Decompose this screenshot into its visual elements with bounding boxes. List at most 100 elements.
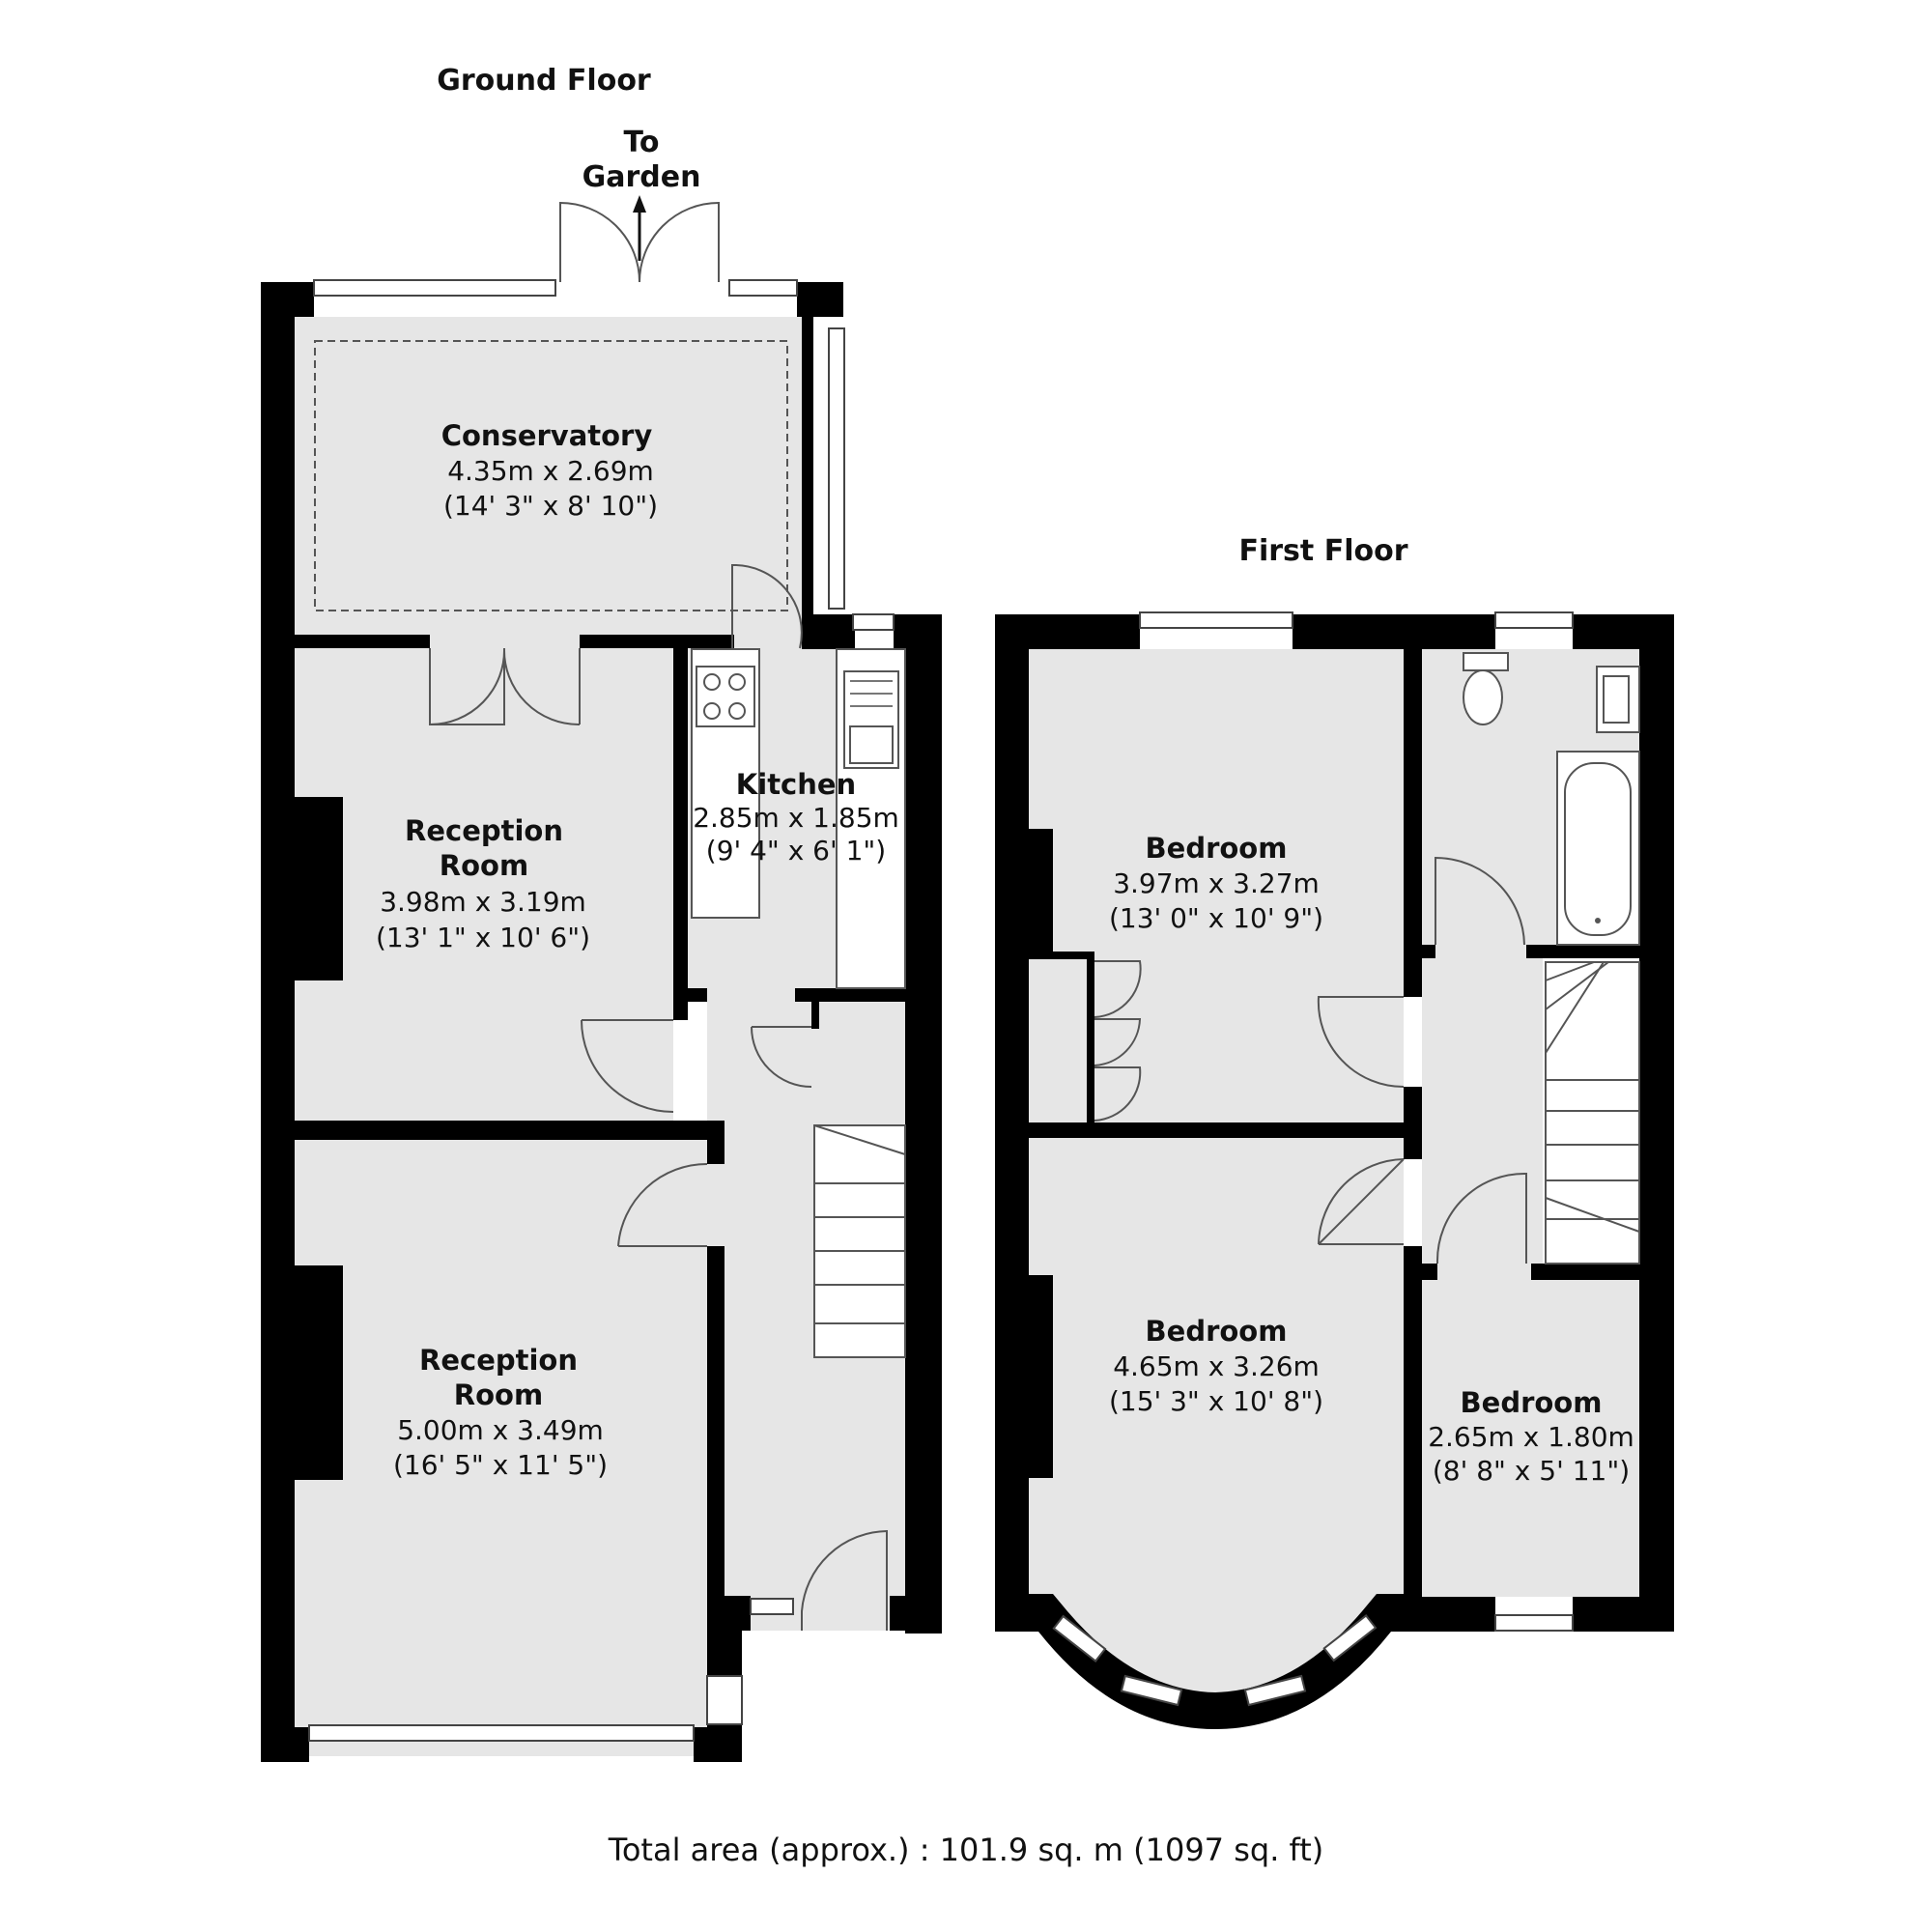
reception-rear-name-1: Reception [405, 814, 563, 847]
garden-french-doors[interactable] [559, 195, 720, 283]
wardrobe [1029, 952, 1142, 1122]
reception-room-front-floor [295, 1140, 707, 1756]
ff-rear-bedroom-window [1139, 611, 1293, 629]
kitchen-imperial: (9' 4" x 6' 1") [706, 835, 886, 867]
bedroom-small-name: Bedroom [1461, 1386, 1603, 1419]
wall-kitchen-bottom-left [688, 988, 707, 1002]
hob-icon [696, 666, 755, 727]
conservatory-kitchen-door[interactable] [731, 563, 803, 649]
conservatory-name: Conservatory [441, 419, 653, 452]
wall-hall-left-lower [707, 1246, 724, 1596]
reception-room-rear-floor [295, 648, 673, 1124]
bedroom-rear-metric: 3.97m x 3.27m [1113, 867, 1320, 899]
ff-front-bedroom-door[interactable] [1318, 1158, 1405, 1245]
conservatory-metric: 4.35m x 2.69m [447, 455, 654, 487]
ff-wall-centre-upper [1404, 649, 1422, 997]
reception-front-window [308, 1724, 695, 1742]
conservatory-window-side [828, 327, 845, 610]
bedroom-front-floor [1029, 1138, 1404, 1692]
ff-bathroom-door[interactable] [1435, 856, 1525, 946]
front-door[interactable] [801, 1529, 888, 1631]
total-area: Total area (approx.) : 101.9 sq. m (1097… [608, 1832, 1324, 1868]
ff-wall-centre-lower [1404, 1246, 1422, 1597]
wall-left-outer [261, 282, 295, 1762]
wall-conservatory-reception [295, 635, 430, 648]
ff-wall-bottom-right [1573, 1597, 1674, 1632]
ff-small-bedroom-door[interactable] [1436, 1172, 1527, 1264]
kitchen-name: Kitchen [736, 768, 856, 801]
conservatory-window-left [313, 279, 556, 297]
ff-chimney-rear [1029, 829, 1053, 954]
reception-rear-imperial: (13' 1" x 10' 6") [376, 922, 590, 953]
reception-front-metric: 5.00m x 3.49m [397, 1414, 604, 1446]
conservatory-imperial: (14' 3" x 8' 10") [443, 490, 658, 522]
ff-wall-bottom-mid [1404, 1597, 1495, 1632]
chimney-breast-front [295, 1265, 343, 1480]
ff-wall-right [1639, 614, 1674, 1632]
ff-wall-landing-stub [1422, 945, 1435, 958]
ground-floor: Ground Floor To Garden Conservatory 4.35… [261, 64, 942, 1762]
wall-stair-side [811, 1002, 819, 1029]
kitchen-metric: 2.85m x 1.85m [693, 802, 899, 834]
ff-rear-bedroom-door[interactable] [1317, 996, 1405, 1089]
wall-kitchen-bottom-right [795, 988, 905, 1002]
bedroom-small-imperial: (8' 8" x 5' 11") [1433, 1455, 1630, 1487]
ff-staircase [1545, 961, 1640, 1264]
bath-icon [1556, 751, 1640, 946]
kitchen-window [852, 613, 895, 631]
ff-bathroom-window [1494, 611, 1574, 629]
ff-wall-top-mid [1293, 614, 1495, 649]
wall-conservatory-top-left [261, 282, 314, 317]
wall-hall-left-upper [707, 1121, 724, 1164]
hall-front-window [750, 1598, 794, 1615]
conservatory-window-right [728, 279, 798, 297]
ff-wall-centre-mid [1404, 1087, 1422, 1159]
conservatory-reception-doors[interactable] [429, 647, 581, 726]
conservatory-roof-outline [314, 340, 788, 611]
ff-wall-bedroom-divider [1029, 1122, 1404, 1138]
bedroom-rear-imperial: (13' 0" x 10' 9") [1109, 902, 1323, 934]
ff-wall-bathroom-bottom [1526, 945, 1639, 958]
wall-reception-divider [295, 1121, 724, 1140]
bedroom-small-metric: 2.65m x 1.80m [1428, 1421, 1634, 1453]
ff-wall-left [995, 614, 1029, 1629]
garden-label-line2: Garden [582, 160, 701, 194]
bedroom-front-name: Bedroom [1146, 1315, 1288, 1348]
bedroom-front-imperial: (15' 3" x 10' 8") [1109, 1385, 1323, 1417]
wall-rear-kitchen [802, 614, 855, 649]
sink-icon [843, 670, 899, 769]
wall-front-hall [707, 1596, 751, 1631]
bedroom-rear-name: Bedroom [1146, 832, 1288, 865]
ff-bay-wall [995, 1594, 1404, 1729]
reception-rear-metric: 3.98m x 3.19m [380, 886, 586, 918]
landing-floor [1422, 958, 1543, 1282]
wall-reception-kitchen [673, 648, 688, 1020]
first-floor-title: First Floor [1238, 534, 1407, 568]
basin-icon [1596, 666, 1640, 733]
wall-bottom-left [261, 1727, 309, 1762]
first-floor: First Floor Bedroom 3.97m x 3.27m (13' 0… [995, 534, 1674, 1729]
ground-floor-title: Ground Floor [437, 64, 651, 98]
bedroom-front-metric: 4.65m x 3.26m [1113, 1350, 1320, 1382]
kitchen-hall-door[interactable] [751, 1026, 812, 1088]
ground-staircase [813, 1124, 906, 1358]
reception-front-imperial: (16' 5" x 11' 5") [393, 1449, 608, 1481]
reception-front-name-1: Reception [419, 1344, 578, 1377]
reception-front-name-2: Room [454, 1378, 543, 1411]
reception-rear-door[interactable] [581, 1019, 674, 1113]
reception-front-door[interactable] [617, 1162, 708, 1247]
chimney-breast-rear [295, 797, 343, 980]
toilet-icon [1463, 652, 1509, 725]
conservatory-floor [295, 317, 802, 648]
garden-label-line1: To [623, 126, 659, 159]
wall-conservatory-reception-2 [580, 635, 734, 648]
ff-bay-windows [1052, 1614, 1378, 1707]
ff-chimney-front [1029, 1275, 1053, 1478]
reception-rear-name-2: Room [440, 849, 528, 882]
wall-conservatory-right [802, 282, 813, 649]
bedroom-small-floor [1422, 1280, 1639, 1597]
wall-right-outer [905, 614, 942, 1634]
ff-small-bedroom-window [1494, 1614, 1574, 1632]
ff-wall-landing-stub-2 [1422, 1264, 1437, 1280]
